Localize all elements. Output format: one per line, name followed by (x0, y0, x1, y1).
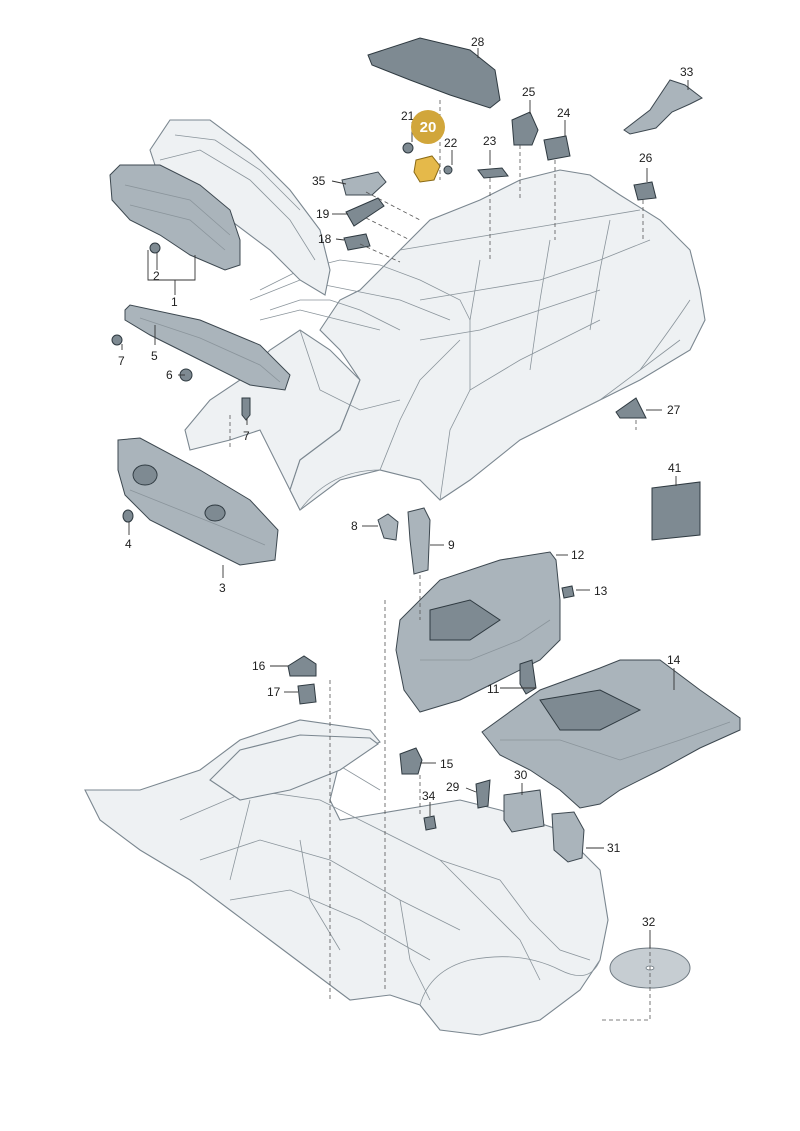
trim-parts-8-9 (377, 507, 431, 575)
leader-lines (121, 48, 689, 948)
callout-15: 15 (440, 757, 454, 771)
callout-labels: 1 2 3 4 5 6 7 7 8 9 11 12 13 14 15 16 17… (118, 35, 694, 929)
callout-32: 32 (642, 915, 656, 929)
callout-16: 16 (252, 659, 266, 673)
cowl-seal-part-5 (124, 304, 291, 391)
clip-part-2 (149, 242, 161, 254)
callout-7b: 7 (243, 429, 250, 443)
callout-31: 31 (607, 841, 621, 855)
callout-27: 27 (667, 403, 681, 417)
callout-34: 34 (422, 789, 436, 803)
callout-3: 3 (219, 581, 226, 595)
callout-6: 6 (166, 368, 173, 382)
callout-1: 1 (171, 295, 178, 309)
hood-insulation-part-1 (109, 164, 241, 271)
bracket-part-33 (623, 79, 703, 135)
callout-18: 18 (318, 232, 332, 246)
callout-41: 41 (668, 461, 682, 475)
highlight-label: 20 (420, 119, 437, 136)
callout-30: 30 (514, 768, 528, 782)
highlight-circle (411, 110, 445, 144)
callout-12: 12 (571, 548, 585, 562)
callout-22: 22 (444, 136, 458, 150)
callout-33: 33 (680, 65, 694, 79)
fasteners-6-7 (111, 334, 251, 421)
guide-lines (229, 100, 651, 1021)
pad-part-15 (399, 747, 423, 775)
callout-7a: 7 (118, 354, 125, 368)
grommet-part-4 (122, 509, 134, 523)
callout-5: 5 (151, 349, 158, 363)
callout-26: 26 (639, 151, 653, 165)
callout-11: 11 (487, 682, 500, 696)
callout-19: 19 (316, 207, 330, 221)
clip-part-13 (561, 585, 575, 599)
callout-24: 24 (557, 106, 571, 120)
callout-9: 9 (448, 538, 455, 552)
callout-4: 4 (125, 537, 132, 551)
bulkhead-insulation-part-3 (117, 437, 279, 566)
callout-8: 8 (351, 519, 358, 533)
pads-35-19-18 (341, 171, 387, 251)
callout-17: 17 (267, 685, 281, 699)
lower-car-body (84, 719, 609, 1036)
bracket-part-11 (519, 659, 537, 695)
pads-23-26 (477, 111, 657, 201)
callout-23: 23 (483, 134, 497, 148)
highlight-badge-20[interactable]: 20 (411, 110, 445, 144)
wedge-part-27 (615, 397, 647, 419)
callout-29: 29 (446, 780, 460, 794)
rear-insulation-part-12 (395, 551, 561, 713)
callout-35: 35 (312, 174, 326, 188)
floor-carpet-part-14 (481, 659, 741, 809)
callout-25: 25 (522, 85, 536, 99)
insulation-part-28 (367, 37, 501, 109)
pads-16-17 (287, 655, 317, 705)
rear-small-parts (423, 779, 585, 863)
highlighted-part-20 (402, 142, 453, 183)
callout-21: 21 (401, 109, 415, 123)
callout-2: 2 (153, 269, 160, 283)
panel-part-41 (651, 481, 701, 541)
callout-28: 28 (471, 35, 485, 49)
callout-13: 13 (594, 584, 608, 598)
upper-car-body (184, 169, 706, 511)
callout-14: 14 (667, 653, 681, 667)
